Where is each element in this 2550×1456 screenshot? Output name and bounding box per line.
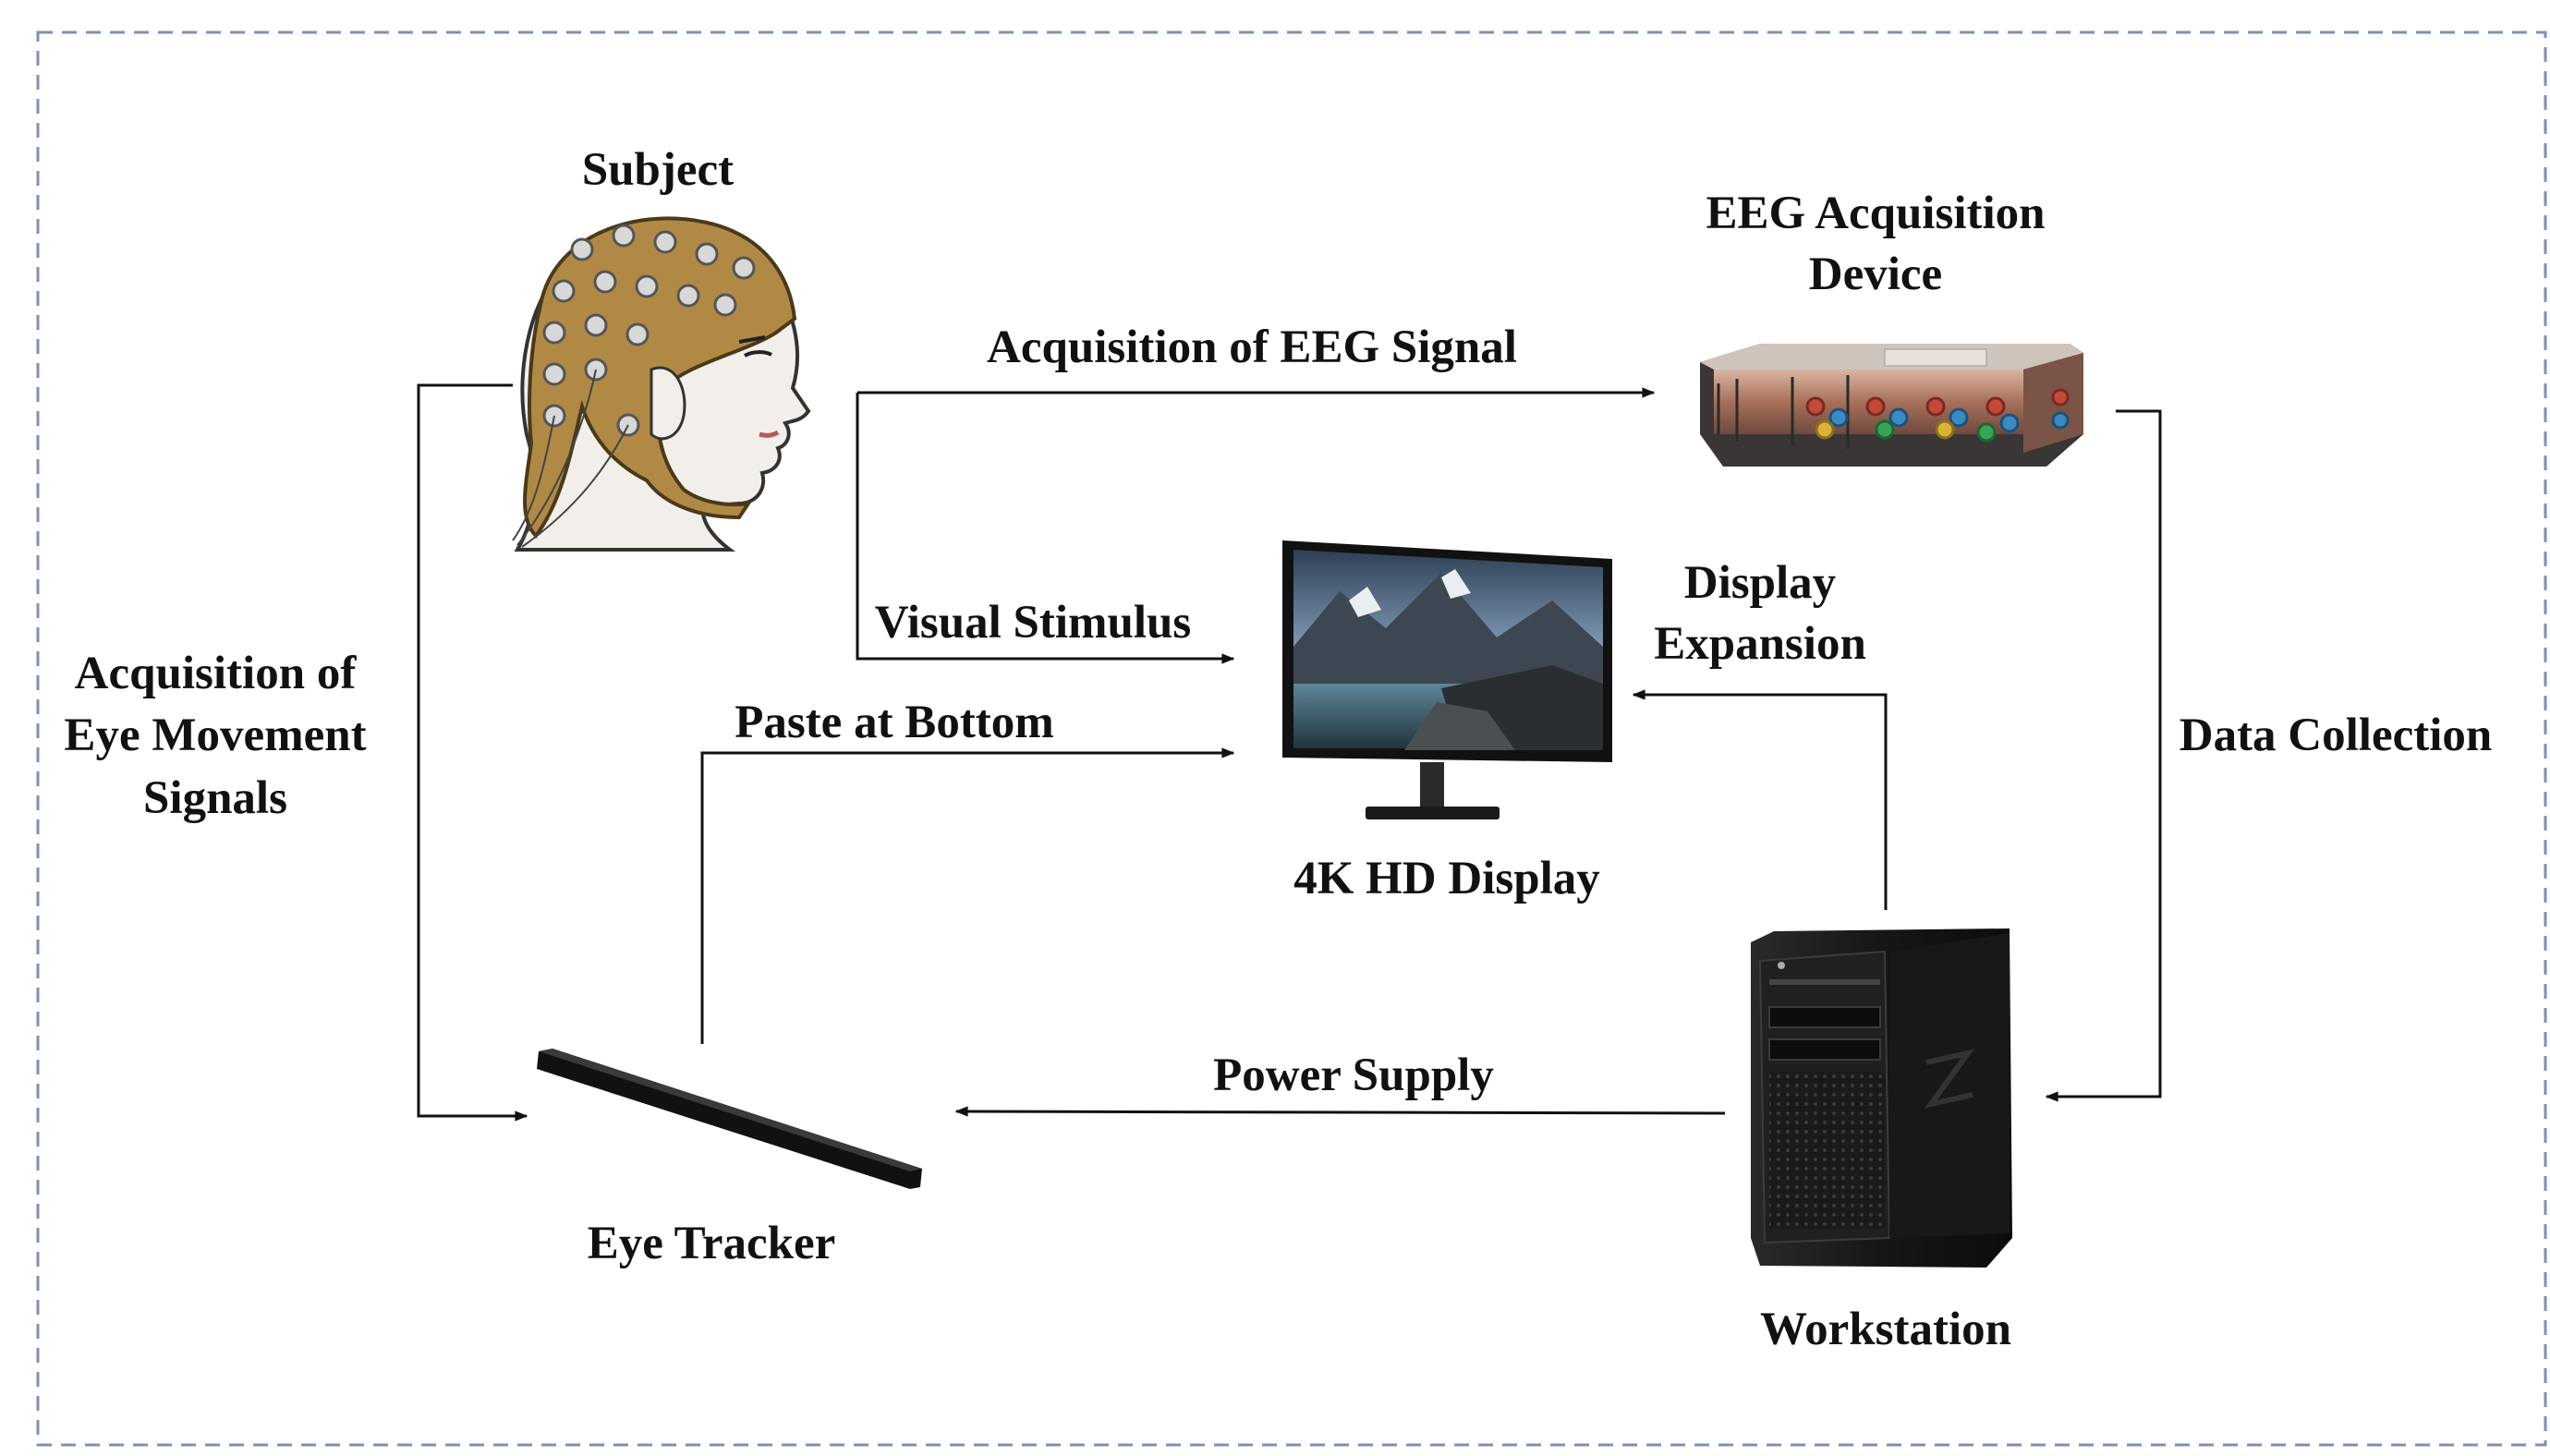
edge-label-paste-bottom: Paste at Bottom: [735, 697, 1054, 748]
edge-label-data-collection: Data Collection: [2180, 710, 2493, 761]
eeg-device-label-line1: EEG Acquisition: [1706, 188, 2045, 239]
eye-tracker-label: Eye Tracker: [588, 1218, 836, 1269]
edge-power-supply: [954, 1106, 1726, 1117]
edge-label-eeg-signal: Acquisition of EEG Signal: [987, 322, 1517, 373]
edge-label-display-expansion-line2: Expansion: [1654, 618, 1866, 670]
edge-data-collection: [2045, 409, 2162, 1102]
subject-label: Subject: [582, 144, 734, 196]
display-label: 4K HD Display: [1293, 853, 1600, 904]
workstation-tower-icon: [1751, 928, 2012, 1268]
eeg-amplifier-icon: [1700, 344, 2083, 467]
edge-visual-stimulus: [856, 393, 1235, 664]
edge-label-power-supply: Power Supply: [1213, 1050, 1494, 1101]
edge-eye-movement: [417, 383, 528, 1122]
edge-label-eye-movement-line1: Acquisition of: [75, 648, 358, 699]
eye-tracker-bar-icon: [537, 1049, 922, 1189]
eeg-device-label-line2: Device: [1809, 249, 1942, 300]
edge-label-eye-movement-line3: Signals: [143, 772, 287, 824]
edge-label-eye-movement-line2: Eye Movement: [64, 710, 366, 761]
edge-label-visual-stimulus: Visual Stimulus: [875, 597, 1191, 649]
diagram-border: [36, 30, 2547, 1447]
edge-label-display-expansion-line1: Display: [1684, 557, 1836, 609]
edge-display-expansion: [1632, 689, 1888, 910]
monitor-icon: [1282, 540, 1612, 819]
edge-paste-bottom: [700, 747, 1235, 1044]
eeg-cap-head-icon: [512, 216, 811, 552]
workstation-label: Workstation: [1760, 1304, 2011, 1355]
